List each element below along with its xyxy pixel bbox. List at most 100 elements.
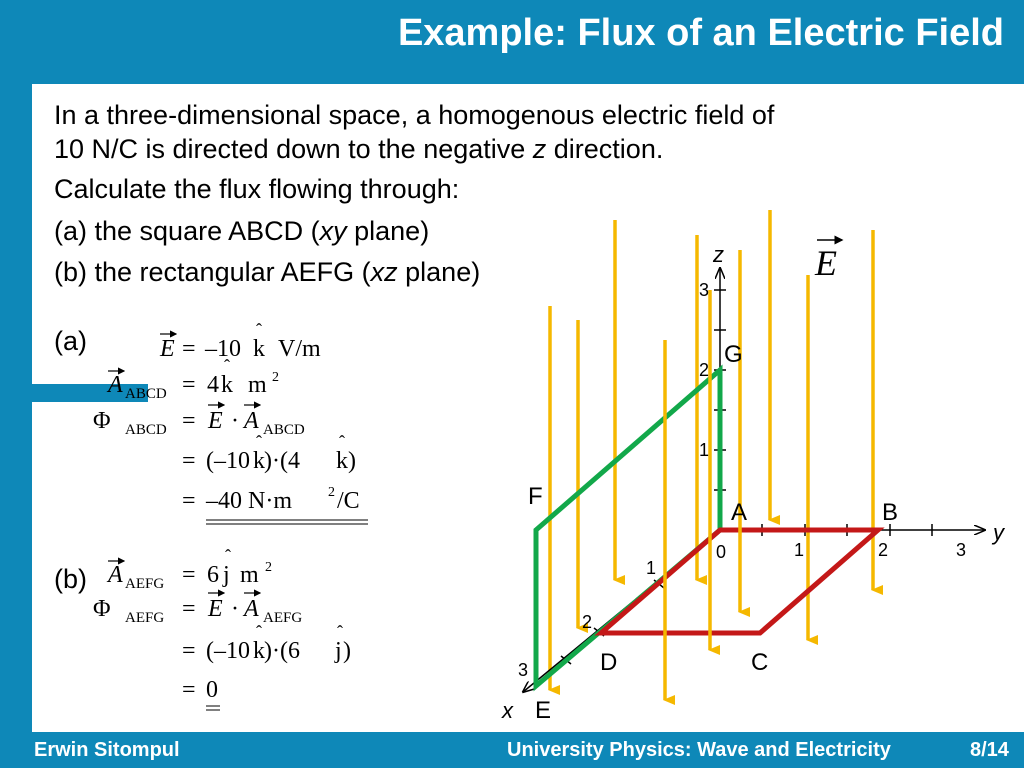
svg-text:=: = xyxy=(182,408,196,434)
equation-a-field: E = –10 k ˆ V/m xyxy=(159,320,321,362)
svg-text:)·(6: )·(6 xyxy=(264,638,300,664)
field-symbol: E xyxy=(814,235,844,283)
x-tick-label: 1 xyxy=(646,558,656,578)
svg-text:ˆ: ˆ xyxy=(337,622,343,642)
task-line: Calculate the flux flowing through: xyxy=(54,174,460,204)
svg-text:A: A xyxy=(242,408,259,434)
svg-text:A: A xyxy=(106,372,123,398)
footer-author: Erwin Sitompul xyxy=(34,739,180,761)
svg-text:ABCD: ABCD xyxy=(125,422,167,438)
z-axis-label: z xyxy=(712,242,724,267)
svg-text:k: k xyxy=(253,336,265,362)
svg-text:=: = xyxy=(182,596,196,622)
svg-text:V/m: V/m xyxy=(278,336,321,362)
svg-text:·: · xyxy=(231,408,239,434)
x-axis-label: x xyxy=(501,698,514,723)
y-tick-label: 2 xyxy=(878,540,888,560)
svg-text:ABCD: ABCD xyxy=(263,422,305,438)
equation-a-area: A ABCD = 4 k ˆ m 2 xyxy=(106,356,279,402)
svg-text:A: A xyxy=(106,562,123,588)
field-arrows-front xyxy=(663,250,750,705)
svg-text:k: k xyxy=(253,448,265,474)
svg-text:ˆ: ˆ xyxy=(256,432,262,452)
part-b-question: (b) the rectangular AEFG (xz plane) xyxy=(54,257,481,287)
equation-a-step: = (–10 k ˆ )·(4 k ˆ ) xyxy=(182,432,356,474)
footer-page-number: 8/14 xyxy=(970,739,1009,761)
equation-b-result: = 0 xyxy=(182,677,220,711)
point-label-f: F xyxy=(528,483,543,510)
y-tick-label: 0 xyxy=(716,542,726,562)
svg-text:ABCD: ABCD xyxy=(125,386,167,402)
intro-line-1: In a three-dimensional space, a homogeno… xyxy=(54,100,775,130)
svg-text:0: 0 xyxy=(206,677,218,703)
svg-text:E: E xyxy=(159,336,175,362)
equation-b-flux-def: Φ AEFG = E · A AEFG xyxy=(93,589,302,626)
point-label-g: G xyxy=(724,341,743,368)
svg-text:AEFG: AEFG xyxy=(125,576,164,592)
svg-text:AEFG: AEFG xyxy=(125,610,164,626)
footer-course: University Physics: Wave and Electricity xyxy=(507,739,891,761)
svg-text:(–10: (–10 xyxy=(206,638,250,664)
rectangle-aefg xyxy=(533,364,723,692)
intro-line-2: 10 N/C is directed down to the negative … xyxy=(54,134,664,164)
svg-text:/C: /C xyxy=(337,488,360,514)
svg-text:ˆ: ˆ xyxy=(256,622,262,642)
svg-text:m: m xyxy=(240,562,259,588)
svg-text:A: A xyxy=(242,596,259,622)
svg-text:): ) xyxy=(348,448,356,474)
z-tick-label: 2 xyxy=(699,360,709,380)
svg-text:ˆ: ˆ xyxy=(225,546,231,566)
svg-text:=: = xyxy=(182,638,196,664)
svg-text:4: 4 xyxy=(207,372,219,398)
slide-content xyxy=(32,84,1024,732)
svg-text:ˆ: ˆ xyxy=(256,320,262,340)
svg-text:–40 N·m: –40 N·m xyxy=(205,488,292,514)
svg-text:=: = xyxy=(182,372,196,398)
y-axis-label: y xyxy=(991,520,1006,545)
svg-text:m: m xyxy=(248,372,267,398)
point-label-b: B xyxy=(882,499,898,526)
equation-b-area: A AEFG = 6 j ˆ m 2 xyxy=(106,546,272,592)
equation-b-step: = (–10 k ˆ )·(6 j ˆ ) xyxy=(182,622,351,664)
svg-text:E: E xyxy=(207,408,223,434)
svg-text:6: 6 xyxy=(207,562,219,588)
y-tick-label: 1 xyxy=(794,540,804,560)
point-label-e: E xyxy=(535,697,551,724)
point-label-a: A xyxy=(731,499,747,526)
svg-text:=: = xyxy=(182,677,196,703)
z-tick-label: 1 xyxy=(699,440,709,460)
svg-text:k: k xyxy=(221,372,233,398)
svg-text:)·(4: )·(4 xyxy=(264,448,300,474)
point-label-c: C xyxy=(751,649,768,676)
y-tick-label: 3 xyxy=(956,540,966,560)
svg-text:·: · xyxy=(231,596,239,622)
footer-bar: Erwin Sitompul University Physics: Wave … xyxy=(0,734,1024,768)
svg-text:ˆ: ˆ xyxy=(339,432,345,452)
svg-text:2: 2 xyxy=(272,370,279,385)
svg-text:=: = xyxy=(182,488,196,514)
x-tick-label: 3 xyxy=(518,660,528,680)
svg-text:): ) xyxy=(343,638,351,664)
svg-text:2: 2 xyxy=(265,560,272,575)
slide-title: Example: Flux of an Electric Field xyxy=(397,12,1004,54)
part-a-label: (a) xyxy=(54,326,87,356)
svg-text:(–10: (–10 xyxy=(206,448,250,474)
svg-text:2: 2 xyxy=(328,485,335,500)
svg-text:ˆ: ˆ xyxy=(224,356,230,376)
svg-text:=: = xyxy=(182,562,196,588)
svg-text:j: j xyxy=(334,638,342,664)
svg-text:k: k xyxy=(336,448,348,474)
part-b-label: (b) xyxy=(54,564,87,594)
svg-text:Φ: Φ xyxy=(93,408,111,434)
part-a-question: (a) the square ABCD (xy plane) xyxy=(54,216,430,246)
svg-text:E: E xyxy=(207,596,223,622)
point-label-d: D xyxy=(600,649,617,676)
svg-text:k: k xyxy=(253,638,265,664)
x-tick-label: 2 xyxy=(582,612,592,632)
svg-text:j: j xyxy=(222,562,230,588)
svg-text:AEFG: AEFG xyxy=(263,610,302,626)
svg-text:E: E xyxy=(814,243,837,283)
equation-a-result: = –40 N·m 2 /C xyxy=(182,485,368,525)
